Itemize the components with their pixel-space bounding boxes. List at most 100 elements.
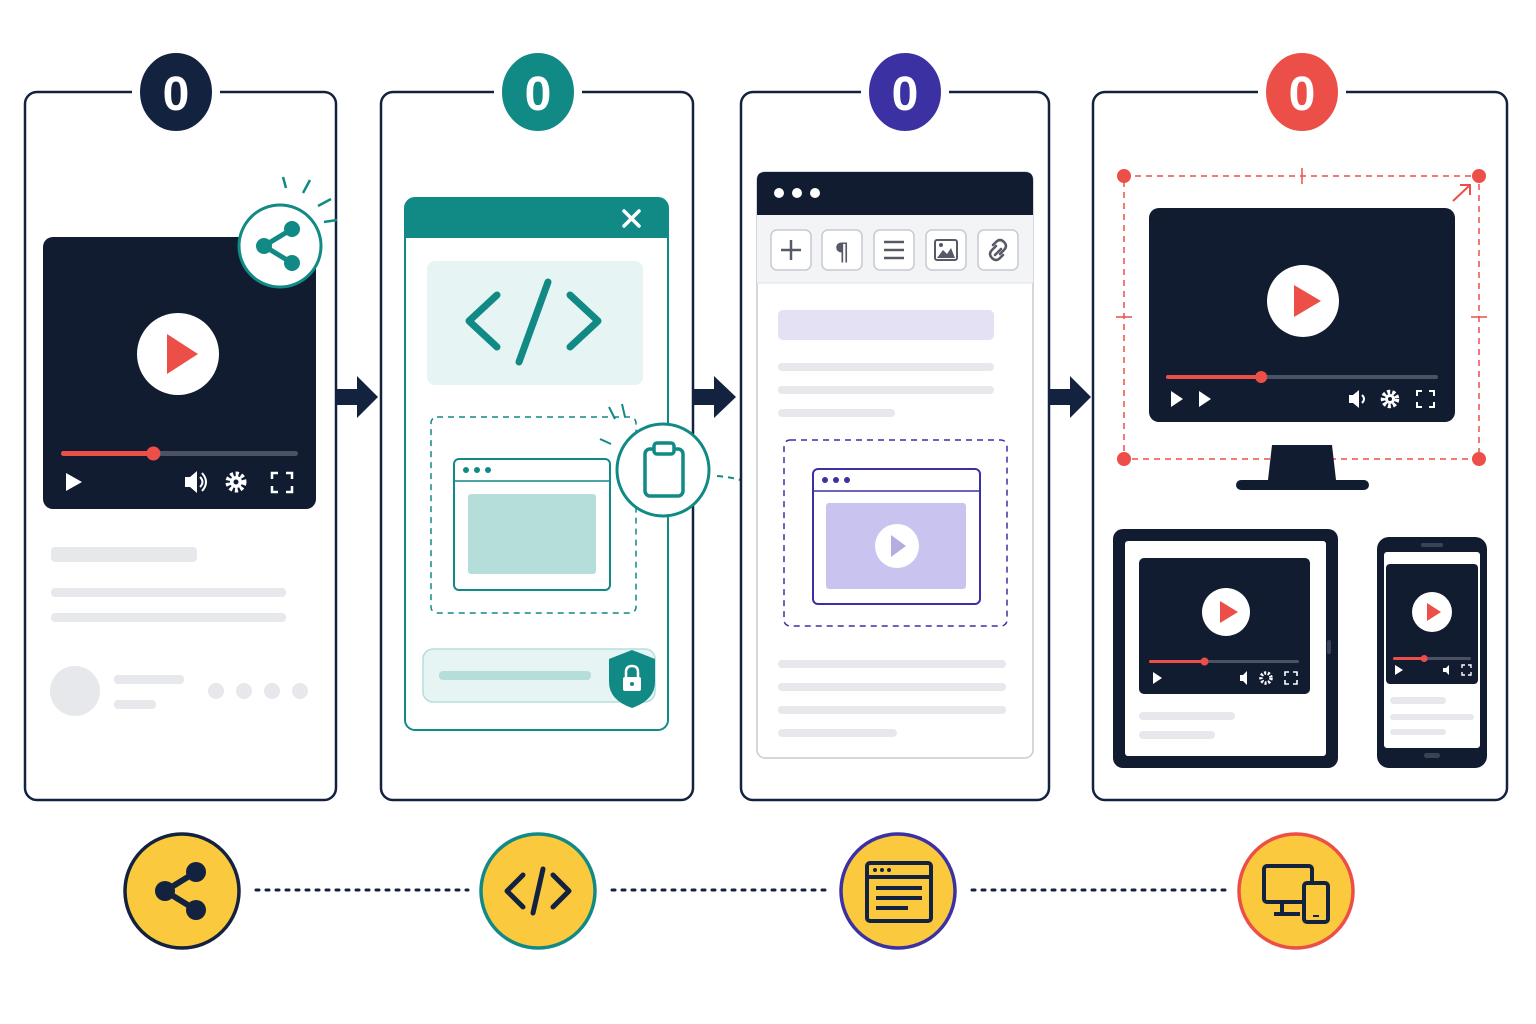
fullscreen-icon[interactable]: [1284, 671, 1298, 685]
embed-code-box[interactable]: [427, 261, 643, 385]
play-icon[interactable]: [1395, 665, 1403, 675]
secure-url-field[interactable]: [422, 648, 656, 703]
text-line-placeholder: [114, 675, 184, 684]
next-icon[interactable]: [1199, 391, 1211, 407]
play-button[interactable]: [137, 313, 219, 395]
embed-dialog: [404, 197, 669, 731]
embed-preview: [430, 416, 637, 614]
step-1-panel: 0: [23, 45, 338, 802]
text-line-placeholder: [51, 588, 286, 597]
play-icon[interactable]: [66, 473, 82, 491]
step-3-panel: 0 ¶: [739, 45, 1051, 802]
text-line-placeholder: [1390, 697, 1446, 704]
text-line-placeholder: [778, 363, 994, 371]
step-4-icon-circle: [1237, 832, 1355, 950]
step-1-badge-label: 0: [163, 68, 190, 121]
gear-icon[interactable]: [225, 471, 247, 493]
resize-handle[interactable]: [1117, 452, 1131, 466]
window-controls: [774, 188, 820, 198]
volume-icon[interactable]: [1443, 665, 1449, 675]
share-icon: [155, 862, 206, 920]
resize-handle[interactable]: [1472, 169, 1486, 183]
toolbar-image-button[interactable]: [925, 229, 967, 271]
text-line-placeholder: [1390, 729, 1446, 735]
toolbar-link-button[interactable]: [977, 229, 1019, 271]
text-line-placeholder: [1390, 714, 1474, 720]
play-icon: [891, 535, 906, 557]
play-icon: [167, 334, 198, 374]
embedded-video-block[interactable]: [783, 439, 1008, 627]
step-2-badge: 0: [494, 45, 582, 139]
title-placeholder: [51, 547, 197, 562]
text-line-placeholder: [778, 683, 1006, 691]
resize-handle[interactable]: [1472, 452, 1486, 466]
step-arrow: [336, 376, 378, 418]
paragraph-icon: ¶: [834, 238, 849, 266]
play-icon: [1294, 285, 1321, 317]
code-icon: [465, 278, 602, 366]
image-icon: [934, 239, 958, 261]
step-2-icon-circle: [479, 832, 597, 950]
video-player[interactable]: [43, 237, 316, 509]
close-button[interactable]: [622, 209, 641, 228]
gear-icon[interactable]: [1259, 671, 1273, 685]
progress-bar[interactable]: [1166, 371, 1438, 383]
clipboard-icon: [643, 441, 685, 498]
gear-icon[interactable]: [1380, 389, 1400, 409]
copy-button[interactable]: [599, 403, 711, 518]
text-line-placeholder: [1139, 712, 1235, 720]
lock-shield-icon: [609, 650, 655, 708]
play-button[interactable]: [1202, 588, 1250, 636]
toolbar-plus-button[interactable]: [770, 229, 812, 271]
progress-bar[interactable]: [61, 446, 298, 461]
expand-arrow-icon: [1452, 184, 1471, 202]
volume-icon[interactable]: [1349, 390, 1365, 408]
editor-window: ¶: [756, 171, 1034, 759]
play-icon: [1220, 601, 1238, 623]
avatar: [50, 666, 100, 716]
step-arrow: [693, 376, 736, 418]
step-1-icon-circle: [123, 832, 241, 950]
step-2-badge-label: 0: [525, 68, 552, 121]
step-2-panel: 0: [379, 45, 795, 802]
play-icon: [1427, 603, 1441, 621]
fullscreen-icon[interactable]: [1416, 390, 1435, 408]
text-line-placeholder: [1139, 731, 1215, 739]
browser-window-icon: [865, 861, 933, 923]
play-button[interactable]: [1412, 592, 1452, 632]
step-3-badge: 0: [861, 45, 949, 139]
desktop-monitor: [1149, 208, 1455, 490]
text-line-placeholder: [778, 409, 895, 417]
fullscreen-icon[interactable]: [1461, 664, 1472, 676]
volume-icon[interactable]: [185, 471, 207, 493]
tablet-device: [1113, 529, 1338, 768]
play-icon[interactable]: [1171, 391, 1183, 407]
toolbar-paragraph-button[interactable]: ¶: [821, 229, 863, 271]
progress-bar[interactable]: [1393, 655, 1471, 662]
dots-placeholder: [208, 683, 308, 699]
text-line-placeholder: [778, 729, 897, 737]
step-arrow: [1049, 376, 1091, 418]
resize-handle[interactable]: [1117, 169, 1131, 183]
fullscreen-icon[interactable]: [270, 471, 294, 494]
devices-icon: [1262, 864, 1330, 924]
share-button[interactable]: [237, 176, 338, 289]
phone-device: [1377, 537, 1487, 768]
text-line-placeholder: [778, 386, 994, 394]
progress-bar[interactable]: [1149, 657, 1299, 666]
step-3-icon-circle: [839, 832, 957, 950]
play-button[interactable]: [1267, 265, 1339, 337]
code-icon: [504, 866, 572, 916]
step-3-badge-label: 0: [892, 68, 919, 121]
step-4-panel: 0: [1091, 45, 1509, 802]
volume-icon[interactable]: [1240, 671, 1247, 685]
link-icon: [988, 238, 1008, 262]
play-icon[interactable]: [1153, 672, 1162, 684]
heading-placeholder: [778, 310, 994, 340]
close-icon: [622, 209, 641, 228]
text-line-placeholder: [778, 660, 1006, 668]
text-line-placeholder: [114, 700, 156, 709]
plus-icon: [781, 240, 801, 260]
toolbar-align-button[interactable]: [873, 229, 915, 271]
